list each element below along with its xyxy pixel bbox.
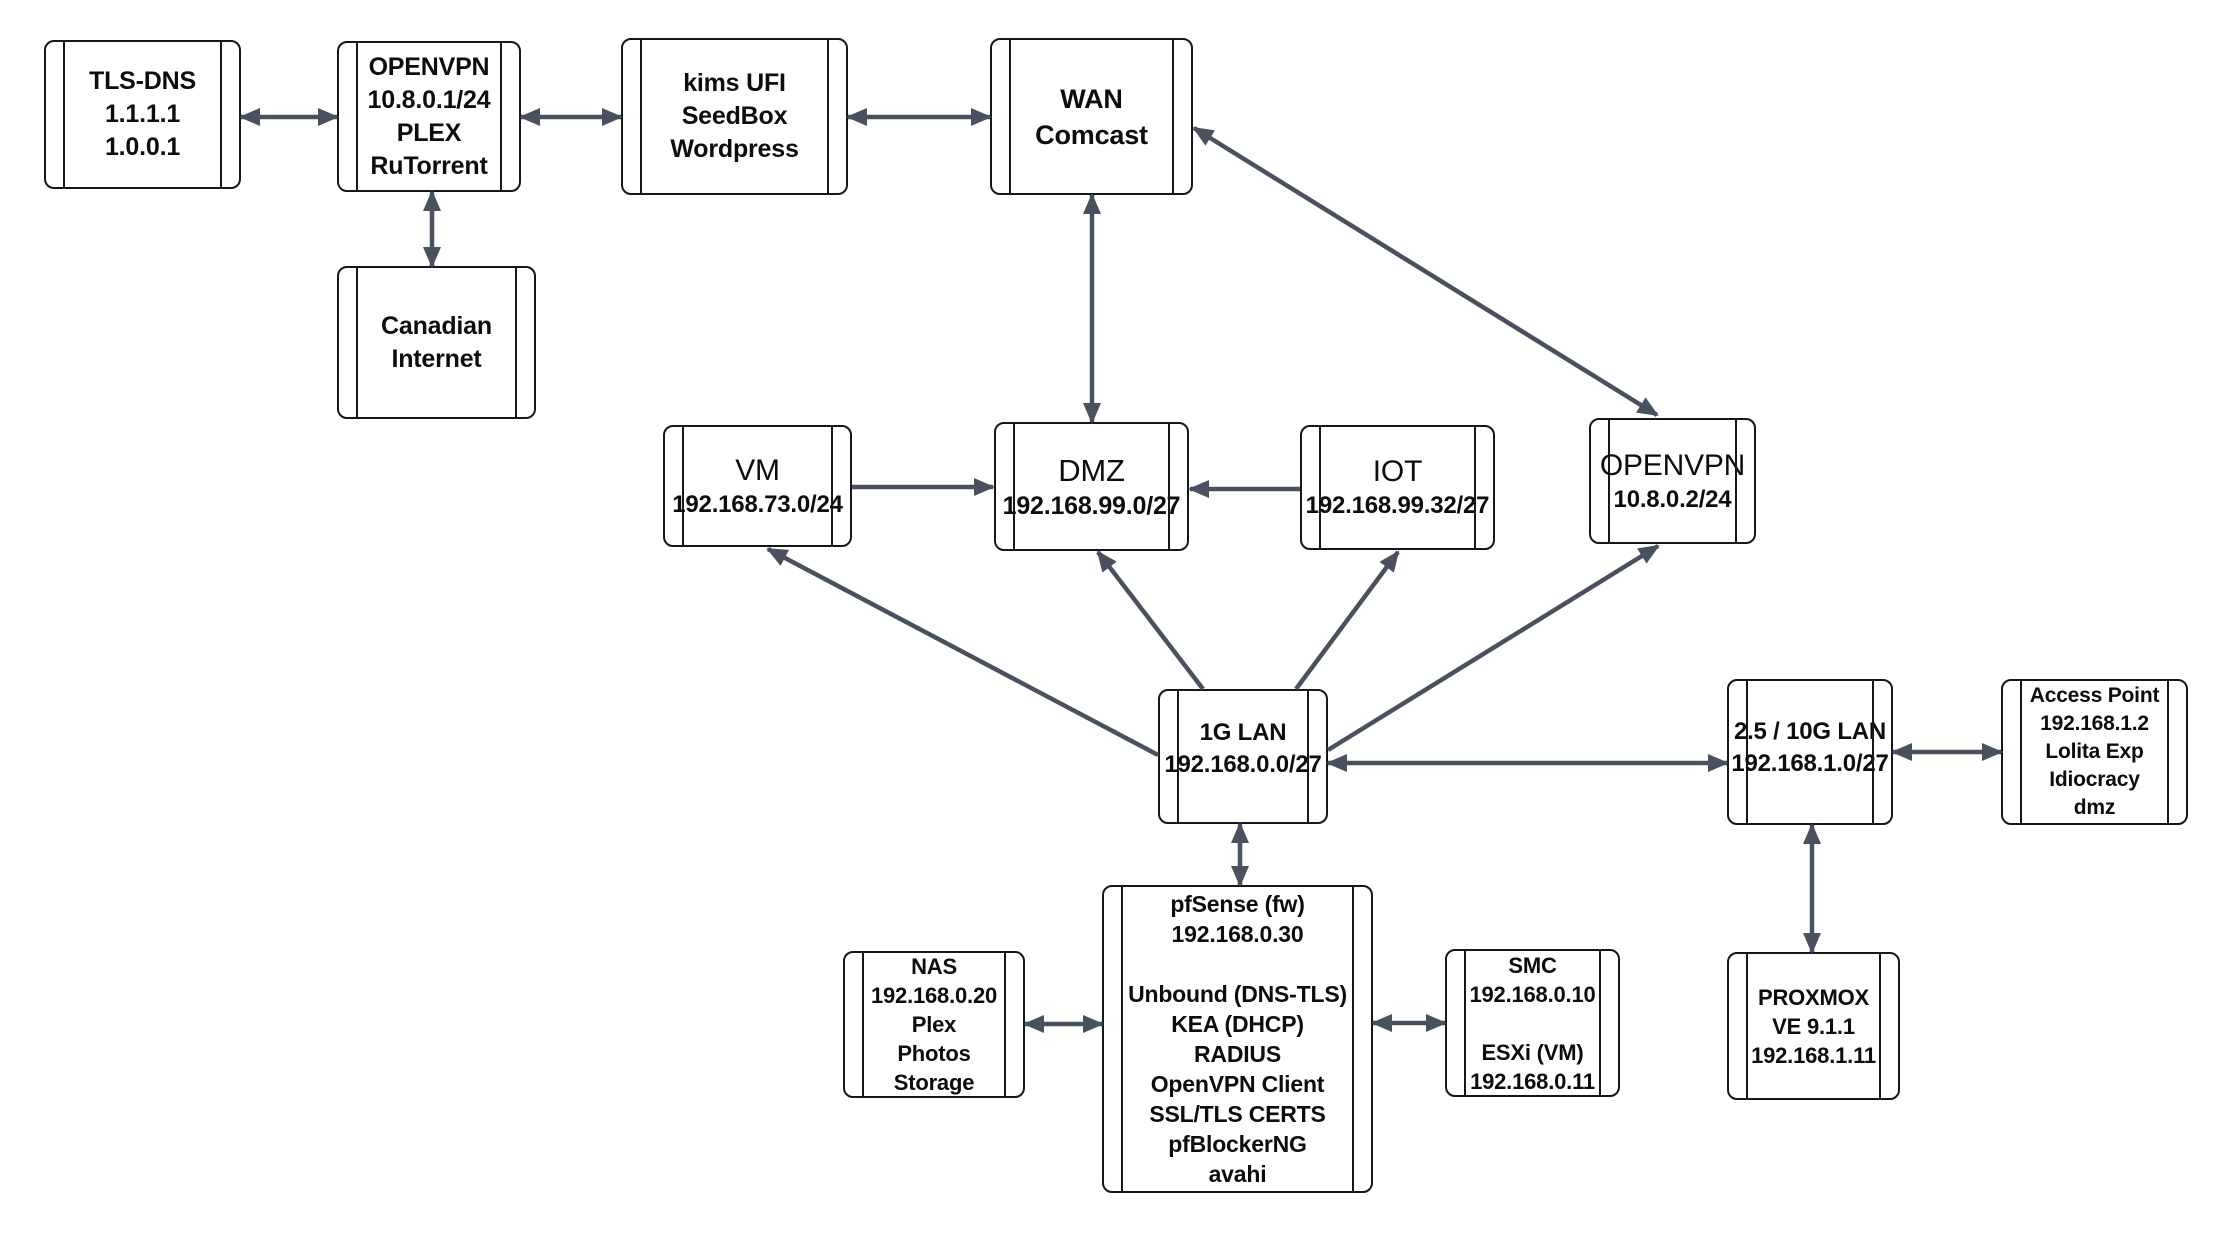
- node-lan-10g: 2.5 / 10G LAN 192.168.1.0/27: [1727, 679, 1893, 825]
- node-line: PROXMOX: [1757, 984, 1870, 1010]
- node-line: 192.168.99.0/27: [1002, 491, 1181, 520]
- node-line: ESXi (VM): [1481, 1039, 1584, 1065]
- node-line: [1447, 1009, 1618, 1038]
- node-line: Access Point: [2029, 684, 2160, 707]
- node-line: KEA (DHCP): [1171, 1011, 1304, 1037]
- node-wan: WAN Comcast: [990, 38, 1193, 195]
- node-line: 192.168.0.20: [870, 983, 998, 1008]
- node-line: OpenVPN Client: [1150, 1071, 1325, 1097]
- node-line: SeedBox: [681, 102, 788, 130]
- node-iot: IOT 192.168.99.32/27: [1300, 425, 1495, 550]
- node-line: Unbound (DNS-TLS): [1128, 981, 1347, 1007]
- node-line: 1.1.1.1: [104, 100, 181, 128]
- node-line: VM: [735, 453, 780, 487]
- node-label-proxmox: PROXMOX VE 9.1.1 192.168.1.11: [1729, 983, 1898, 1070]
- node-line: 10.8.0.1/24: [367, 85, 491, 114]
- node-line: PLEX: [396, 118, 462, 147]
- node-line: 192.168.99.32/27: [1305, 492, 1490, 519]
- node-line: [1104, 949, 1371, 979]
- node-line: 192.168.0.30: [1171, 921, 1304, 947]
- node-line: NAS: [911, 954, 957, 979]
- node-line: pfSense (fw): [1170, 891, 1305, 917]
- node-line: dmz: [2073, 796, 2116, 819]
- node-line: Photos: [897, 1041, 971, 1066]
- node-line: RuTorrent: [370, 151, 488, 180]
- node-label-wan: WAN Comcast: [992, 81, 1191, 153]
- node-line: 192.168.0.10: [1469, 981, 1596, 1007]
- node-line: Comcast: [1035, 119, 1148, 150]
- node-line: pfBlockerNG: [1168, 1131, 1307, 1157]
- node-label-vm: VM 192.168.73.0/24: [665, 452, 850, 521]
- node-line: 192.168.0.11: [1470, 1068, 1595, 1094]
- node-line: Idiocracy: [2049, 768, 2140, 791]
- node-line: 192.168.1.11: [1751, 1042, 1876, 1068]
- node-line: 1G LAN: [1199, 718, 1287, 746]
- node-dmz: DMZ 192.168.99.0/27: [994, 422, 1189, 551]
- node-line: 1.0.0.1: [104, 133, 181, 161]
- node-smc: SMC 192.168.0.10 ESXi (VM) 192.168.0.11: [1445, 949, 1620, 1097]
- node-line: RADIUS: [1194, 1041, 1281, 1067]
- node-line: Lolita Exp: [2045, 740, 2144, 763]
- node-label-openvpn-client-net: OPENVPN 10.8.0.2/24: [1591, 447, 1754, 516]
- node-openvpn-client-net: OPENVPN 10.8.0.2/24: [1589, 418, 1756, 544]
- node-line: avahi: [1208, 1161, 1267, 1187]
- node-label-iot: IOT 192.168.99.32/27: [1302, 453, 1493, 522]
- node-line: 192.168.1.0/27: [1731, 750, 1889, 777]
- node-line: Canadian: [381, 311, 492, 340]
- node-proxmox: PROXMOX VE 9.1.1 192.168.1.11: [1727, 952, 1900, 1100]
- node-label-smc: SMC 192.168.0.10 ESXi (VM) 192.168.0.11: [1447, 951, 1618, 1096]
- node-line: Wordpress: [670, 135, 799, 163]
- node-line: TLS-DNS: [89, 67, 196, 95]
- node-line: VE 9.1.1: [1772, 1013, 1855, 1039]
- node-label-lan-10g: 2.5 / 10G LAN 192.168.1.0/27: [1729, 716, 1891, 780]
- node-line: kims UFI: [683, 69, 786, 97]
- node-lan-1g: 1G LAN 192.168.0.0/27: [1158, 689, 1328, 824]
- node-line: 192.168.73.0/24: [672, 490, 843, 518]
- node-line: WAN: [1060, 83, 1123, 114]
- node-line: Internet: [391, 344, 482, 373]
- node-vm: VM 192.168.73.0/24: [663, 425, 852, 547]
- node-line: 10.8.0.2/24: [1613, 485, 1732, 513]
- node-line: DMZ: [1058, 452, 1125, 488]
- node-line: 2.5 / 10G LAN: [1733, 718, 1887, 745]
- node-label-tls-dns: TLS-DNS 1.1.1.1 1.0.0.1: [46, 65, 239, 164]
- node-line: OPENVPN: [368, 52, 490, 81]
- node-line: OPENVPN: [1599, 448, 1746, 482]
- node-line: IOT: [1372, 455, 1423, 488]
- node-line: SMC: [1508, 952, 1557, 978]
- node-pfsense: pfSense (fw) 192.168.0.30 Unbound (DNS-TL…: [1102, 885, 1373, 1193]
- node-label-lan-1g: 1G LAN 192.168.0.0/27: [1160, 717, 1326, 781]
- node-label-pfsense: pfSense (fw) 192.168.0.30 Unbound (DNS-TL…: [1104, 889, 1371, 1189]
- node-label-dmz: DMZ 192.168.99.0/27: [996, 451, 1187, 523]
- node-line: Plex: [911, 1012, 957, 1037]
- node-line: 192.168.0.0/27: [1164, 750, 1322, 778]
- node-line: 192.168.1.2: [2040, 712, 2149, 735]
- node-tls-dns: TLS-DNS 1.1.1.1 1.0.0.1: [44, 40, 241, 189]
- node-line: Storage: [893, 1070, 975, 1095]
- node-line: SSL/TLS CERTS: [1149, 1101, 1326, 1127]
